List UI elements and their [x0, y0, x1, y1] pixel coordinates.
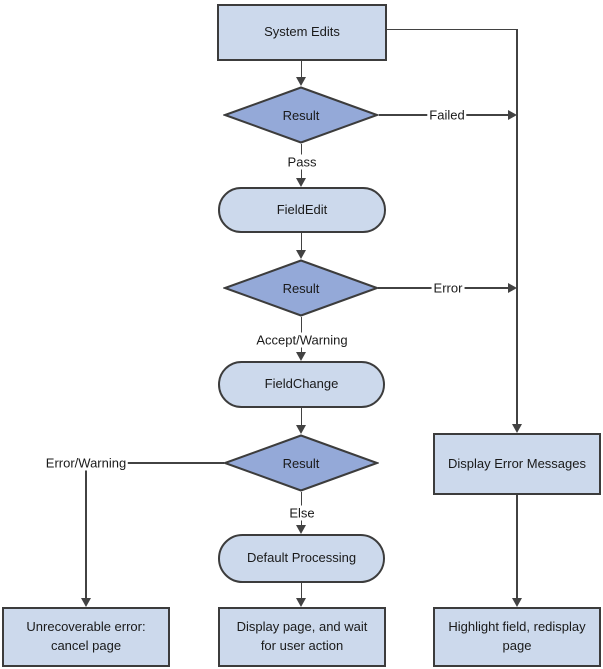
node-system-edits[interactable]: System Edits — [217, 4, 387, 61]
edge-system-edits-to-result1 — [300, 61, 302, 78]
arrowhead-into-result1 — [296, 77, 306, 86]
node-result-1[interactable]: Result — [223, 86, 379, 144]
decision-diamond-shape — [223, 259, 379, 317]
edge-default-processing-to-display-page — [300, 583, 302, 599]
edge-label-failed: Failed — [427, 107, 467, 123]
decision-diamond-shape — [223, 434, 379, 492]
node-display-error-messages[interactable]: Display Error Messages — [433, 433, 601, 495]
node-result-1-label: Result — [282, 107, 320, 123]
edge-fieldedit-to-result2 — [300, 233, 302, 251]
arrowhead-failed — [508, 109, 517, 120]
node-system-edits-label: System Edits — [264, 24, 340, 40]
node-result-2[interactable]: Result — [223, 259, 379, 317]
node-fieldedit[interactable]: FieldEdit — [218, 187, 386, 233]
arrowhead-into-unrecoverable — [80, 598, 91, 607]
arrowhead-into-display-page — [296, 598, 306, 607]
arrowhead-into-fieldedit — [296, 178, 306, 187]
edge-system-edits-to-right-rail — [387, 28, 517, 30]
node-default-processing[interactable]: Default Processing — [218, 534, 385, 583]
node-unrecoverable-error[interactable]: Unrecoverable error: cancel page — [2, 607, 170, 667]
edge-display-error-messages-to-highlight-field — [516, 495, 518, 599]
node-default-processing-label: Default Processing — [246, 550, 357, 566]
edge-label-accept-warning: Accept/Warning — [254, 332, 350, 348]
node-fieldedit-label: FieldEdit — [276, 201, 328, 217]
arrowhead-into-default-processing — [296, 525, 306, 534]
arrowhead-into-result2 — [296, 250, 306, 259]
node-fieldchange-label: FieldChange — [264, 376, 339, 392]
arrowhead-into-display-error-messages — [511, 424, 522, 433]
node-result-2-label: Result — [282, 280, 320, 296]
node-display-page[interactable]: Display page, and wait for user action — [218, 607, 386, 667]
edge-label-else: Else — [287, 505, 317, 521]
edge-fieldchange-to-result3 — [300, 408, 302, 426]
node-display-error-messages-label: Display Error Messages — [448, 455, 586, 471]
node-result-3[interactable]: Result — [223, 434, 379, 492]
edge-label-error-warning: Error/Warning — [43, 455, 129, 471]
arrowhead-error — [508, 282, 517, 293]
edge-result3-error-warning-horizontal — [86, 462, 224, 464]
node-highlight-field-label: Highlight field, redisplay page — [448, 619, 586, 653]
node-fieldchange[interactable]: FieldChange — [218, 361, 385, 408]
node-display-page-label: Display page, and wait for user action — [236, 619, 368, 653]
node-result-3-label: Result — [282, 455, 320, 471]
arrowhead-into-result3 — [296, 425, 306, 434]
edge-right-rail-to-display-error-messages — [516, 28, 518, 425]
edge-error-warning-to-unrecoverable — [85, 462, 87, 600]
arrowhead-into-fieldchange — [296, 352, 306, 361]
edge-label-error: Error — [431, 280, 465, 296]
decision-diamond-shape — [223, 86, 379, 144]
node-unrecoverable-error-label: Unrecoverable error: cancel page — [26, 619, 146, 653]
arrowhead-into-highlight-field — [511, 598, 522, 607]
node-highlight-field[interactable]: Highlight field, redisplay page — [433, 607, 601, 667]
edge-label-pass: Pass — [285, 154, 319, 170]
